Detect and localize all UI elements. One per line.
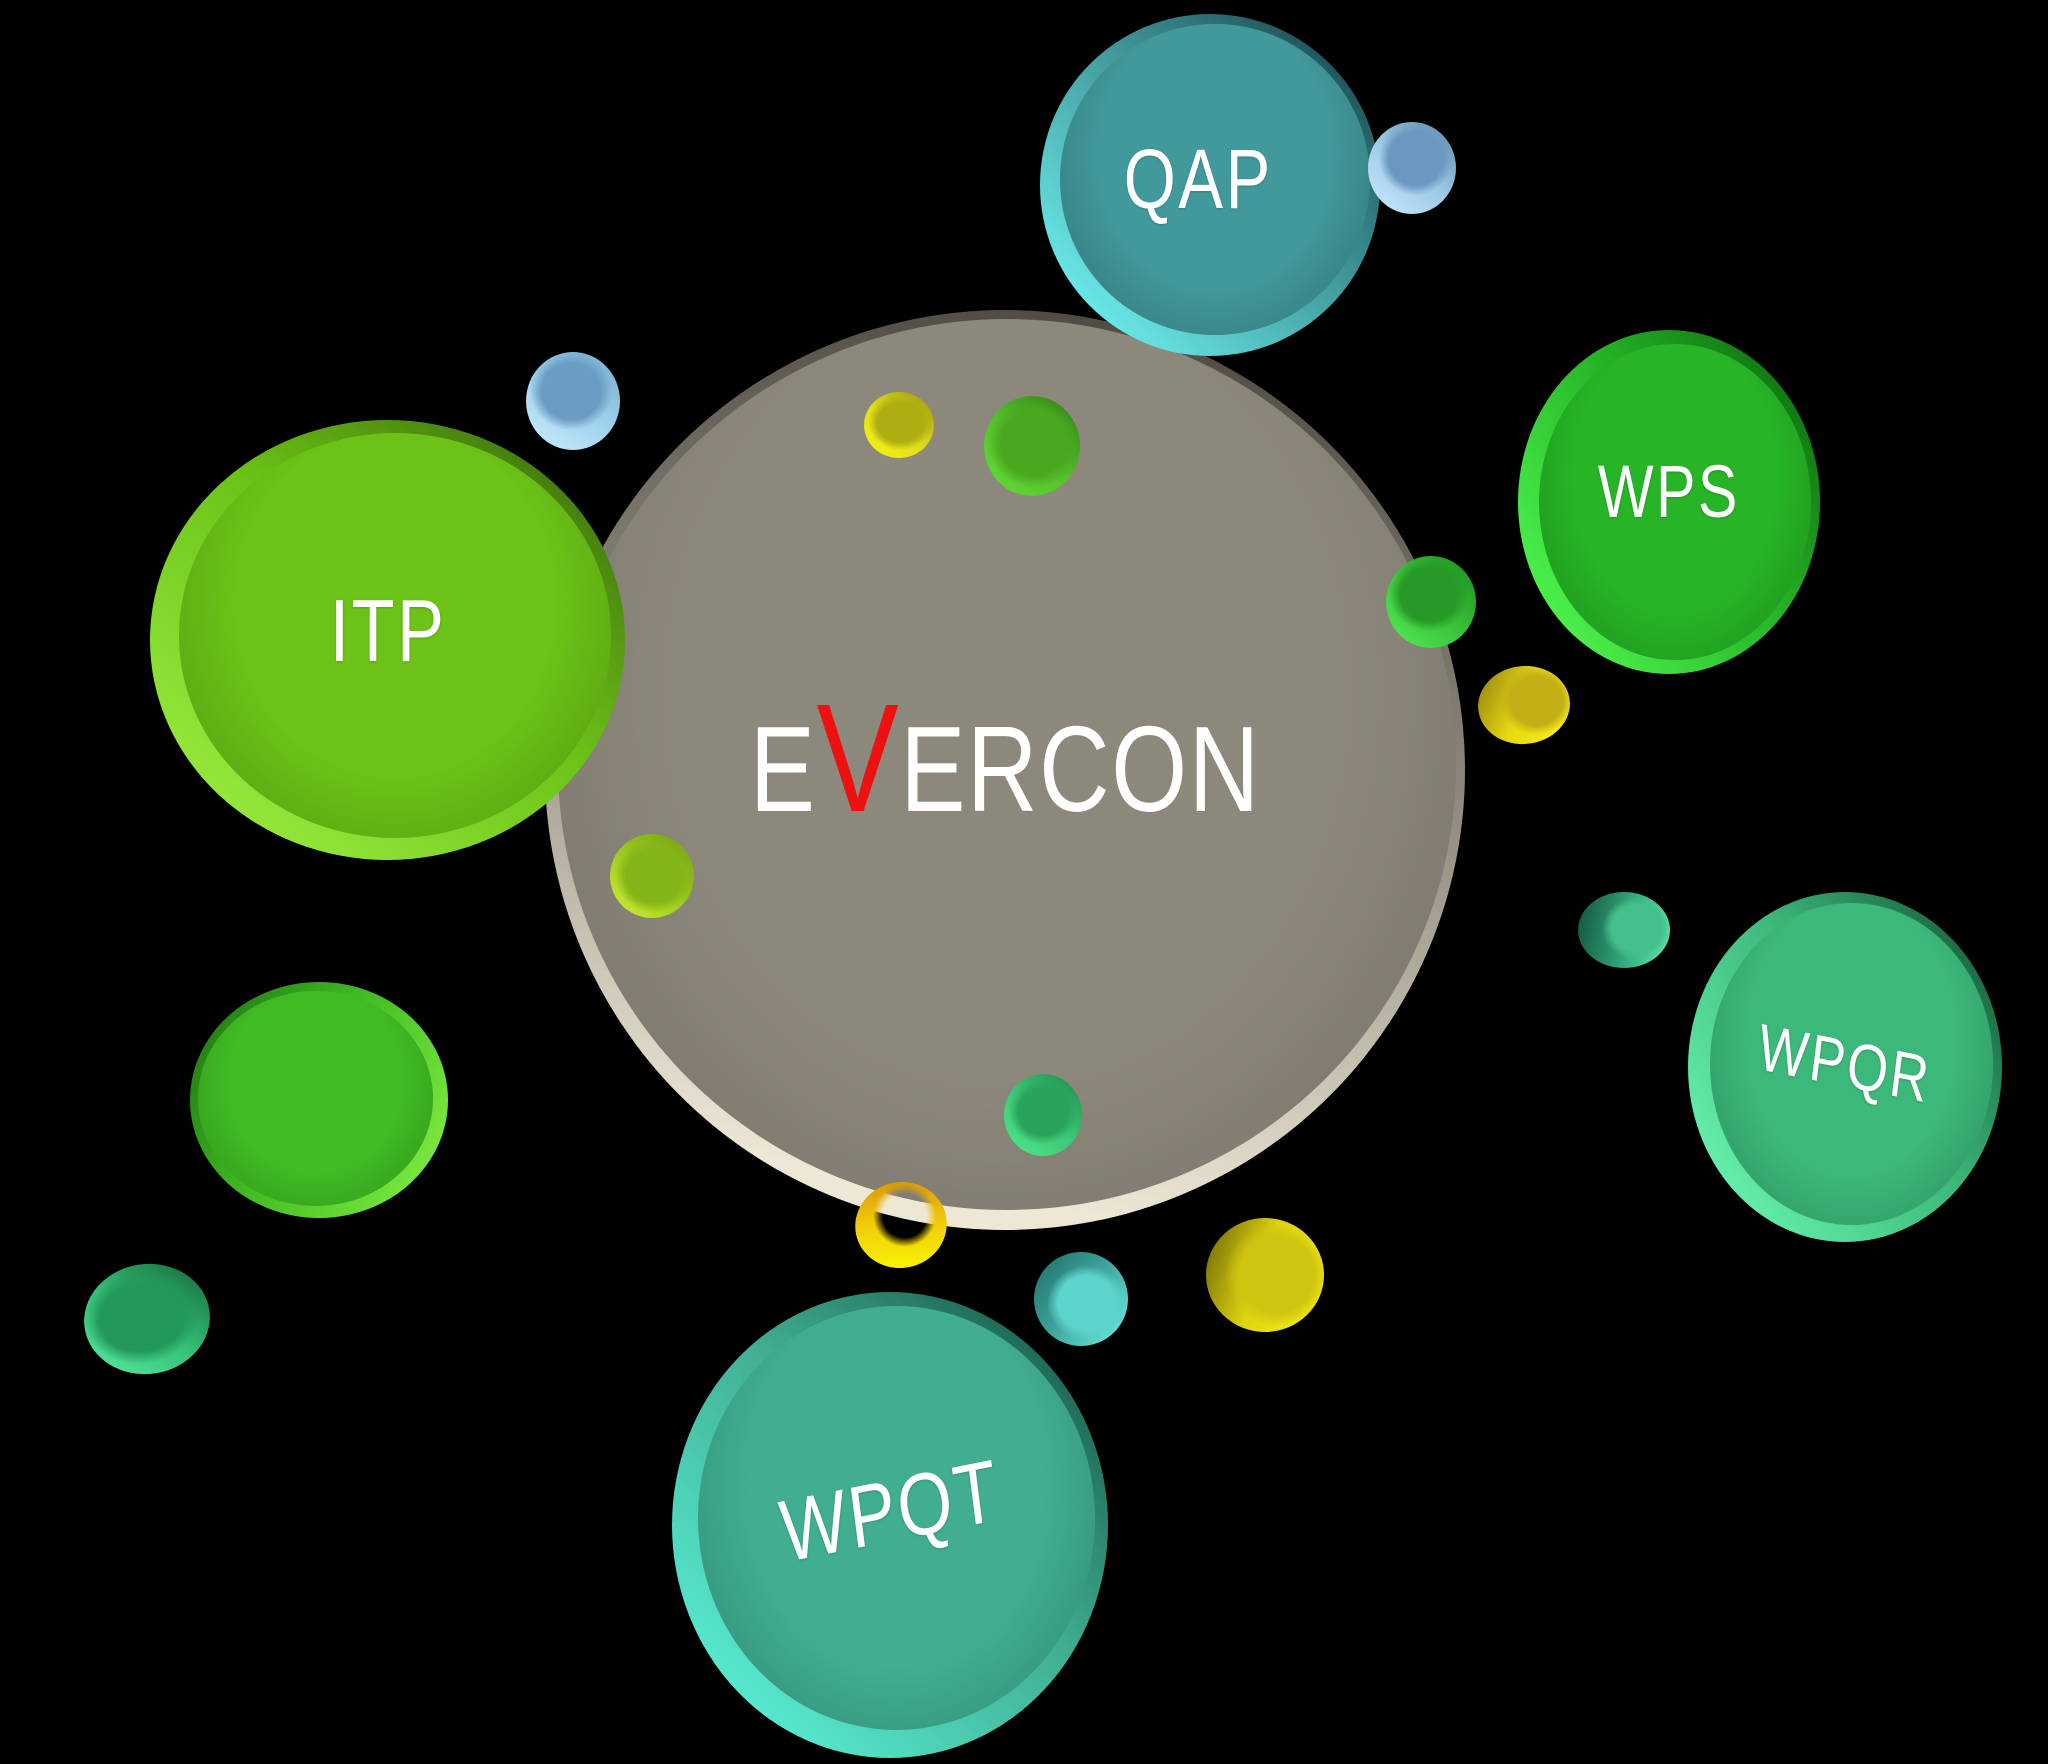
yellow-cylinder-bottom-right-icon [1206,1218,1324,1332]
satellite-wpqt: WPQT [672,1292,1108,1758]
blue-cylinder-top-left-icon [526,352,620,450]
satellite-green-bubble-face [197,991,433,1207]
satellite-itp: ITP [150,420,625,860]
green-button-top-icon [984,396,1080,496]
satellite-wps: WPS [1518,330,1820,674]
satellite-itp-label: ITP [329,581,446,680]
satellite-wpqt-face [698,1305,1095,1731]
spring-button-bottom-icon [1004,1074,1082,1156]
hub-label: E V ERCON [750,681,1261,835]
blue-ring-top-right-icon [1368,122,1456,214]
satellite-wpqr: WPQR [1688,892,2002,1242]
yellow-button-top-icon [864,392,934,458]
teal-cylinder-bottom-icon [1034,1252,1128,1346]
spring-button-bottom-left-icon [76,1255,218,1383]
satellite-wps-label: WPS [1597,450,1741,533]
green-ring-right-icon [1386,556,1476,648]
teal-cylinder-right-icon [1578,892,1670,968]
satellite-qap-face [1060,24,1370,336]
satellite-itp-face [178,433,611,838]
satellite-wps-face [1539,343,1811,661]
satellite-qap-label: QAP [1123,132,1273,226]
hub-label-suffix: ERCON [900,701,1261,837]
satellite-qap: QAP [1040,14,1380,356]
satellite-green-bubble [190,982,448,1218]
yellow-cylinder-right-icon [1474,661,1574,749]
hub-label-highlight: V [816,672,900,844]
hub-label-prefix: E [749,701,817,837]
satellite-wpqr-face [1709,902,1993,1225]
lime-button-left-icon [610,834,694,918]
